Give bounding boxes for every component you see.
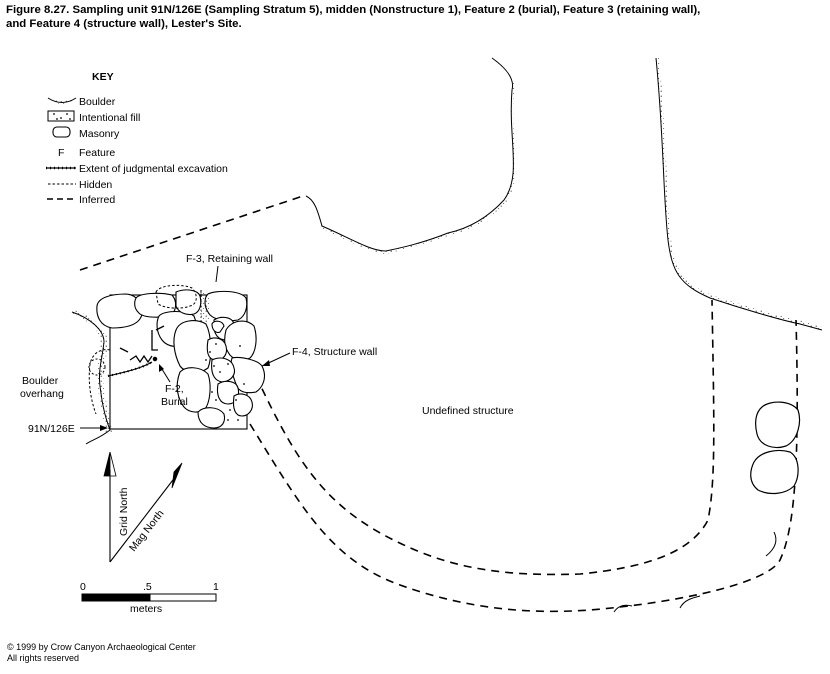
- label-f4-structure-wall: F-4, Structure wall: [292, 346, 377, 358]
- label-boulder-overhang-line2: overhang: [20, 388, 64, 400]
- sampling-unit: [71, 284, 265, 445]
- copyright-line-2: All rights reserved: [7, 653, 80, 663]
- label-grid-north: Grid North: [118, 487, 130, 536]
- scale-bar: 0 .5 1 meters: [80, 581, 219, 615]
- scale-tick-1: 1: [213, 581, 219, 593]
- feature-symbol: F: [58, 147, 64, 159]
- key-label-inferred: Inferred: [79, 194, 115, 206]
- scale-tick-half: .5: [143, 581, 152, 593]
- masonry-stone: [755, 401, 801, 449]
- caption-line-2: and Feature 4 (structure wall), Lester's…: [6, 18, 242, 30]
- label-f2-line2: Burial: [161, 396, 188, 408]
- boulder-icon: [47, 97, 77, 104]
- burial-remains: [119, 325, 165, 364]
- key-label-judgmental: Extent of judgmental excavation: [79, 163, 228, 175]
- copyright-notice: © 1999 by Crow Canyon Archaeological Cen…: [7, 642, 196, 664]
- label-grid-unit: 91N/126E: [28, 423, 75, 435]
- figure-caption: Figure 8.27. Sampling unit 91N/126E (Sam…: [6, 3, 826, 31]
- key-legend: KEY Boulder Intentional fill Masonry F F…: [46, 71, 228, 206]
- north-arrows: Grid North Mag North: [103, 451, 183, 563]
- masonry-icon: [52, 126, 71, 138]
- key-label-fill: Intentional fill: [79, 112, 140, 124]
- masonry-stone: [750, 449, 799, 495]
- scale-tick-0: 0: [80, 581, 86, 593]
- key-label-masonry: Masonry: [79, 128, 120, 140]
- label-f2-line1: F-2,: [165, 383, 184, 395]
- scale-unit: meters: [130, 603, 162, 615]
- key-label-boulder: Boulder: [79, 96, 116, 108]
- inferred-lines: [79, 194, 799, 613]
- label-undefined-structure: Undefined structure: [422, 405, 514, 417]
- east-masonry-blocks: [750, 401, 801, 495]
- plan-annotations: F-3, Retaining wall F-4, Structure wall …: [20, 253, 514, 435]
- east-wall-segments: [613, 531, 777, 613]
- caption-line-1: Figure 8.27. Sampling unit 91N/126E (Sam…: [6, 4, 701, 16]
- intentional-fill-icon: [47, 110, 75, 122]
- undefined-structure-wall-top: [305, 57, 823, 331]
- key-label-feature: Feature: [79, 147, 115, 159]
- grid-north-arrow-icon: [103, 451, 111, 477]
- label-boulder-overhang-line1: Boulder: [22, 375, 59, 387]
- key-title: KEY: [92, 71, 114, 83]
- key-label-hidden: Hidden: [79, 179, 112, 191]
- intentional-fill-area: [205, 343, 245, 421]
- copyright-line-1: © 1999 by Crow Canyon Archaeological Cen…: [7, 642, 196, 652]
- mag-north-arrow-icon: [171, 462, 183, 489]
- label-f3-retaining-wall: F-3, Retaining wall: [186, 253, 273, 265]
